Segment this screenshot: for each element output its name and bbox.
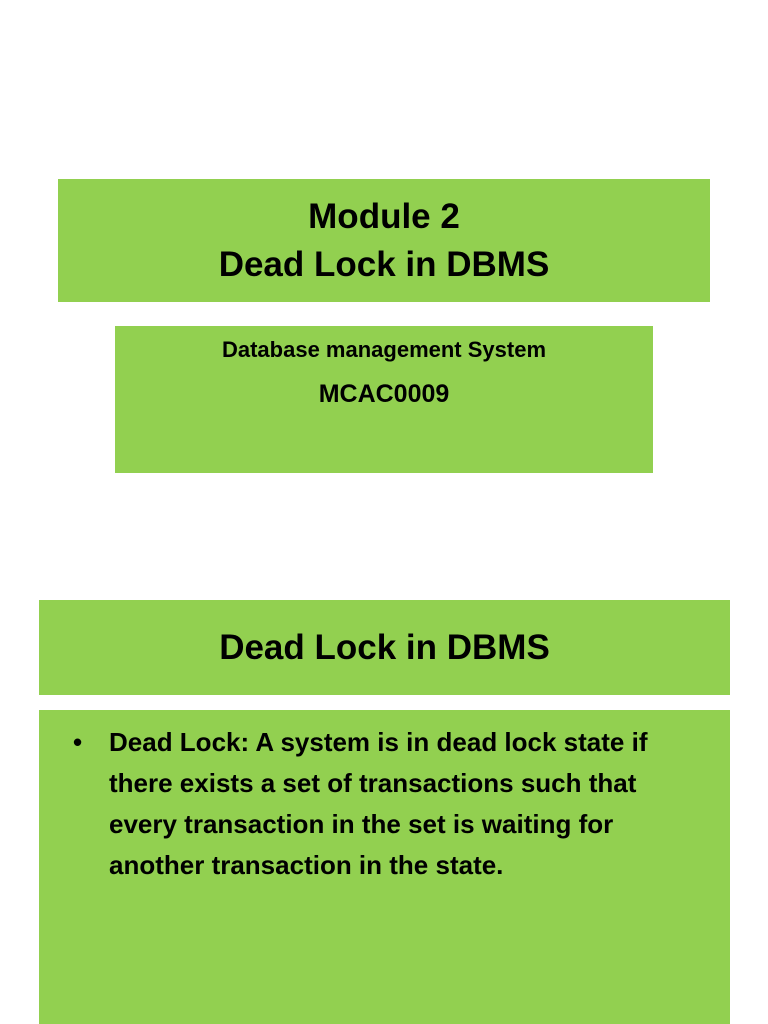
bullet-icon: •: [73, 727, 83, 757]
slide-title-box: Dead Lock in DBMS: [39, 600, 730, 695]
course-name: Database management System: [221, 337, 547, 362]
slide-content-box: • Dead Lock: A system is in dead lock st…: [39, 710, 730, 1024]
slide-title: Dead Lock in DBMS: [219, 627, 550, 667]
module-topic-title: Dead Lock in DBMS: [218, 244, 550, 284]
bullet-item: • Dead Lock: A system is in dead lock st…: [73, 722, 706, 886]
course-code: MCAC0009: [318, 380, 450, 408]
module-title-box: Module 2 Dead Lock in DBMS: [58, 179, 710, 302]
bullet-text: Dead Lock: A system is in dead lock stat…: [109, 727, 648, 880]
course-info-box: Database management System MCAC0009: [115, 326, 653, 473]
module-title-line: Module 2: [308, 196, 460, 236]
